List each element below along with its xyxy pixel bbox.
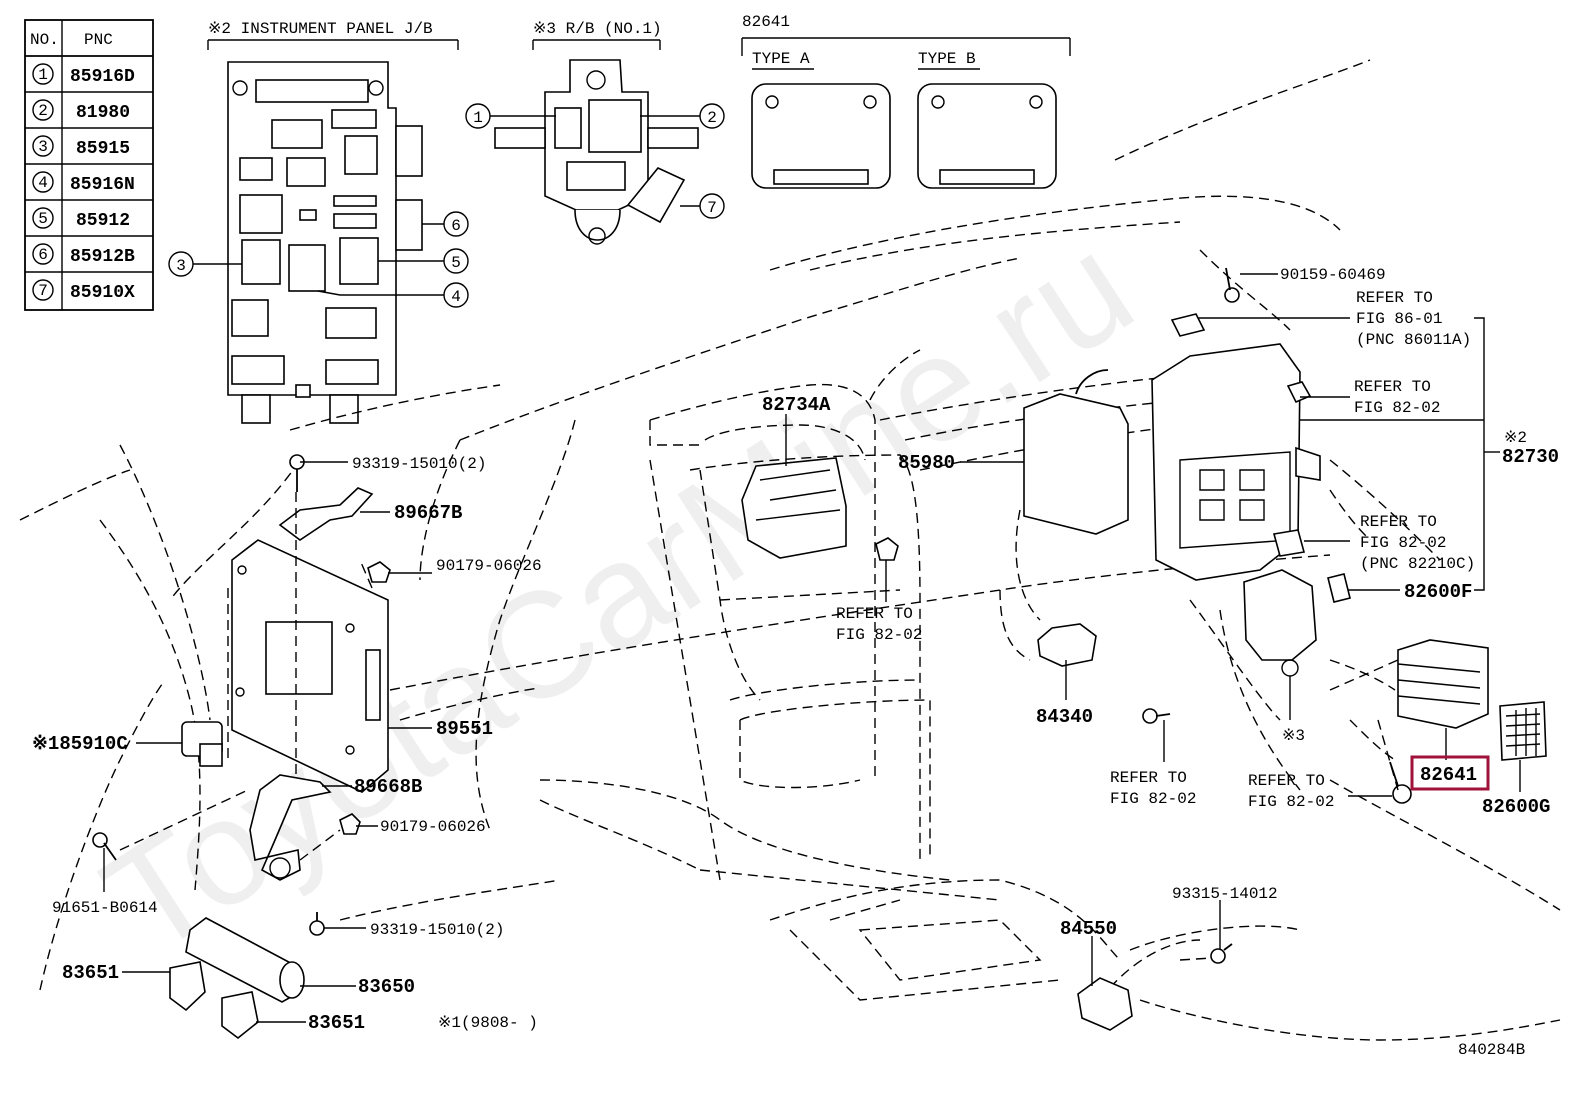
refer-fig-82-02-low2-line2[interactable]: FIG 82-02	[1248, 793, 1334, 811]
label-83651-top[interactable]: 83651	[62, 962, 119, 984]
table-row-no: 3	[38, 138, 48, 156]
label-84340[interactable]: 84340	[1036, 706, 1093, 728]
table-row: 5 85912	[32, 207, 130, 231]
label-90179-06026-bottom[interactable]: 90179-06026	[380, 818, 486, 836]
refer-fig-82-02-low1-line2[interactable]: FIG 82-02	[1110, 790, 1196, 808]
table-row-no: 4	[38, 174, 48, 192]
rb-no1-inset: ※3 R/B (NO.1) 1 2 7	[465, 20, 725, 245]
refer-fig-86-01-line2[interactable]: FIG 86-01	[1356, 310, 1442, 328]
type-inset-pnc: 82641	[742, 13, 790, 31]
label-89551[interactable]: 89551	[436, 718, 493, 740]
instrument-panel-jb-title: ※2 INSTRUMENT PANEL J/B	[208, 20, 433, 38]
table-row-pnc[interactable]: 85912B	[70, 247, 135, 267]
table-row: 6 85912B	[32, 243, 135, 267]
table-row-pnc[interactable]: 85910X	[70, 283, 135, 303]
type-inset: 82641 TYPE A TYPE B	[741, 13, 1071, 189]
callout-1	[465, 103, 491, 129]
callout-3	[168, 251, 194, 277]
refer-fig-82-02-mid-line2[interactable]: FIG 82-02	[836, 626, 922, 644]
relay-85980-shape	[1023, 393, 1129, 535]
callout-4	[443, 282, 469, 308]
instrument-panel-jb-inset: ※2 INSTRUMENT PANEL J/B	[168, 20, 469, 424]
refer-fig-82-02-low1-line1[interactable]: REFER TO	[1110, 769, 1187, 787]
callout-5	[443, 248, 469, 274]
label-82641[interactable]: 82641	[1420, 764, 1477, 786]
type-b-drawing	[917, 83, 1057, 189]
connector-82600g-shape	[1499, 701, 1547, 761]
figure-code: 840284B	[1458, 1041, 1525, 1059]
label-82600f[interactable]: 82600F	[1404, 581, 1472, 603]
note-2-marker: ※2	[1504, 429, 1527, 447]
callout-6	[443, 211, 469, 237]
table-row-pnc[interactable]: 85915	[76, 139, 130, 159]
pnc-table: NO. PNC 1 85916D 2 81980 3 85915 4 85916…	[24, 19, 154, 311]
table-row: 3 85915	[32, 135, 130, 159]
callout-1-label: 1	[473, 109, 483, 127]
table-row-pnc[interactable]: 85916D	[70, 67, 135, 87]
callout-2	[699, 103, 725, 129]
label-82730[interactable]: 82730	[1502, 446, 1559, 468]
refer-fig-82-02-82210c-line3[interactable]: (PNC 82210C)	[1360, 555, 1475, 573]
callout-4-label: 4	[451, 288, 461, 306]
type-a-label: TYPE A	[752, 50, 810, 68]
refer-fig-82-02-top-line1[interactable]: REFER TO	[1354, 378, 1431, 396]
label-82600g[interactable]: 82600G	[1482, 796, 1550, 818]
rb-no1-drawing	[494, 59, 699, 245]
label-83651-bottom[interactable]: 83651	[308, 1012, 365, 1034]
label-91651-b0614[interactable]: 91651-B0614	[52, 899, 158, 917]
table-row-pnc[interactable]: 81980	[76, 103, 130, 123]
callout-2-label: 2	[707, 109, 717, 127]
label-82734a[interactable]: 82734A	[762, 394, 831, 416]
callout-7-label: 7	[707, 199, 717, 217]
callout-5-label: 5	[451, 254, 461, 272]
leader-lines	[103, 273, 1521, 1023]
note-1: ※1(9808- )	[438, 1014, 538, 1032]
table-row-no: 7	[38, 282, 48, 300]
table-header-pnc: PNC	[84, 31, 113, 49]
part-labels: 90159-60469 REFER TO FIG 86-01 (PNC 8601…	[32, 266, 1559, 1059]
callout-6-label: 6	[451, 217, 461, 235]
callout-7	[699, 193, 725, 219]
refer-fig-82-02-top-line2[interactable]: FIG 82-02	[1354, 399, 1440, 417]
label-85980[interactable]: 85980	[898, 452, 955, 474]
table-row-no: 1	[38, 66, 48, 84]
refer-fig-82-02-82210c-line2[interactable]: FIG 82-02	[1360, 534, 1446, 552]
refer-fig-86-01-line3[interactable]: (PNC 86011A)	[1356, 331, 1471, 349]
highlight-box-82641	[1410, 755, 1490, 791]
table-row-no: 2	[38, 102, 48, 120]
label-83650[interactable]: 83650	[358, 976, 415, 998]
refer-fig-82-02-low2-line1[interactable]: REFER TO	[1248, 772, 1325, 790]
label-90179-06026-top[interactable]: 90179-06026	[436, 557, 542, 575]
label-89667b[interactable]: 89667B	[394, 502, 462, 524]
callout-3-label: 3	[176, 257, 186, 275]
type-a-drawing	[751, 83, 891, 189]
table-header-no: NO.	[30, 31, 59, 49]
label-90159-60469[interactable]: 90159-60469	[1280, 266, 1386, 284]
refer-fig-82-02-mid-line1[interactable]: REFER TO	[836, 605, 913, 623]
part-shapes	[92, 267, 1547, 1040]
label-93315-14012[interactable]: 93315-14012	[1172, 885, 1278, 903]
label-84550[interactable]: 84550	[1060, 918, 1117, 940]
refer-fig-86-01-line1[interactable]: REFER TO	[1356, 289, 1433, 307]
note-3-marker: ※3	[1282, 727, 1305, 745]
table-row: 7 85910X	[32, 279, 135, 303]
instrument-panel-jb-drawing	[227, 61, 423, 424]
label-93319-15010-top[interactable]: 93319-15010(2)	[352, 455, 486, 473]
table-row-pnc[interactable]: 85912	[76, 211, 130, 231]
table-row-no: 6	[38, 246, 48, 264]
table-row: 1 85916D	[32, 63, 135, 87]
table-row-pnc[interactable]: 85916N	[70, 175, 135, 195]
label-89668b[interactable]: 89668B	[354, 776, 422, 798]
table-row-no: 5	[38, 210, 48, 228]
rb-no1-title: ※3 R/B (NO.1)	[533, 20, 662, 38]
label-93319-15010-bottom[interactable]: 93319-15010(2)	[370, 921, 504, 939]
refer-fig-82-02-82210c-line1[interactable]: REFER TO	[1360, 513, 1437, 531]
table-row: 4 85916N	[32, 171, 135, 195]
type-b-label: TYPE B	[918, 50, 976, 68]
table-row: 2 81980	[32, 99, 130, 123]
label-85910c[interactable]: ※185910C	[32, 733, 128, 755]
